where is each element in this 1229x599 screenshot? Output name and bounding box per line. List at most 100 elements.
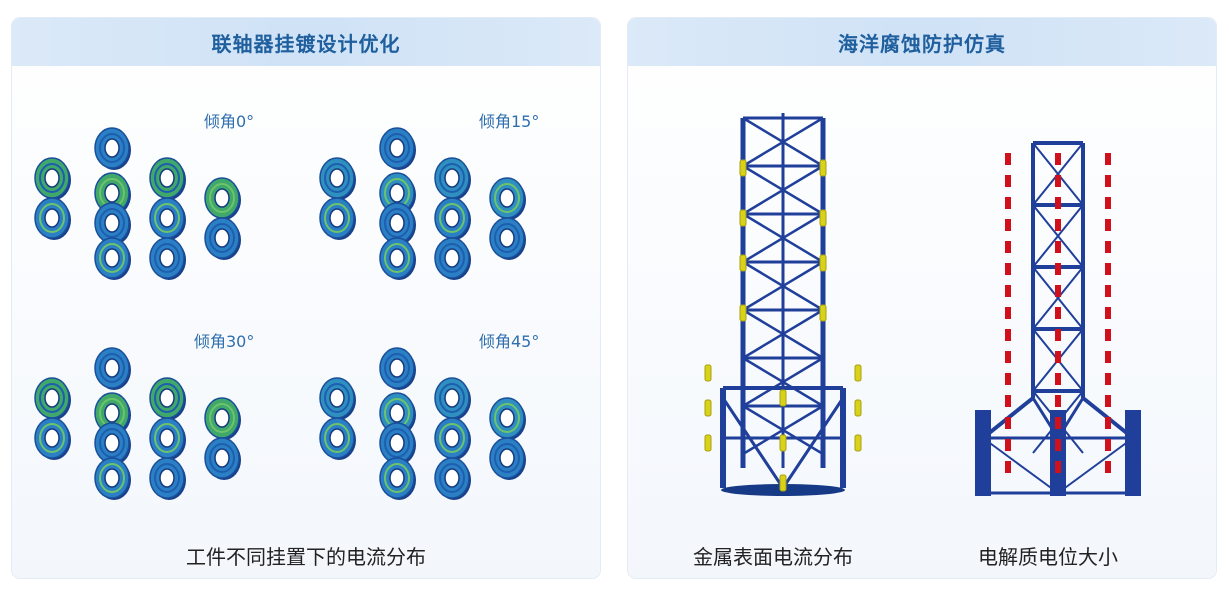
anode-potential-marker (1055, 307, 1061, 319)
anode-potential-marker (1055, 461, 1061, 473)
coupling-ring (489, 177, 526, 220)
sacrificial-anode (854, 434, 862, 452)
sacrificial-anode (819, 159, 827, 177)
anode-potential-marker (1105, 307, 1111, 319)
anode-potential-marker (1105, 461, 1111, 473)
sacrificial-anode (779, 389, 787, 407)
coupling-ring (94, 457, 131, 500)
anode-potential-marker (1105, 395, 1111, 407)
angle-label-45: 倾角45° (479, 332, 540, 351)
coupling-ring (94, 127, 131, 170)
coupling-ring (379, 202, 416, 245)
coupling-ring (319, 417, 356, 460)
electrolyte-potential-tower-figure (975, 141, 1141, 496)
coupling-ring (94, 347, 131, 390)
anode-potential-marker (1105, 351, 1111, 363)
coupling-ring (34, 197, 71, 240)
coupling-ring (204, 437, 241, 480)
anode-potential-marker (1055, 153, 1061, 165)
anode-potential-marker (1055, 373, 1061, 385)
anode-potential-marker (1105, 417, 1111, 429)
coupling-ring (434, 237, 471, 280)
coupling-ring (319, 157, 356, 200)
anode-potential-marker (1105, 439, 1111, 451)
anode-potential-marker (1055, 417, 1061, 429)
coupling-ring (379, 127, 416, 170)
sacrificial-anode (739, 304, 747, 322)
tower-pile (1050, 410, 1066, 496)
coupling-ring (434, 417, 471, 460)
sacrificial-anode (819, 304, 827, 322)
coupling-ring (379, 457, 416, 500)
coupling-rings-figure (34, 127, 526, 500)
caption-coupling: 工件不同挂置下的电流分布 (186, 545, 426, 569)
anode-potential-marker (1105, 197, 1111, 209)
coupling-plating-panel: 联轴器挂镀设计优化 倾角0° 倾角15° 倾角30° 倾角45° 工件不同挂置下… (12, 18, 600, 578)
anode-potential-marker (1005, 285, 1011, 297)
anode-potential-marker (1005, 219, 1011, 231)
coupling-ring (319, 377, 356, 420)
anode-potential-marker (1005, 307, 1011, 319)
sacrificial-anode (819, 254, 827, 272)
coupling-ring (34, 377, 71, 420)
sacrificial-anode (704, 364, 712, 382)
anode-potential-marker (1005, 153, 1011, 165)
anode-potential-marker (1055, 329, 1061, 341)
coupling-ring (379, 347, 416, 390)
anode-potential-marker (1005, 175, 1011, 187)
sacrificial-anode (739, 159, 747, 177)
anode-potential-marker (1005, 461, 1011, 473)
anode-potential-marker (1005, 329, 1011, 341)
coupling-ring (434, 457, 471, 500)
coupling-ring (489, 217, 526, 260)
anode-potential-marker (1055, 197, 1061, 209)
anode-potential-marker (1005, 417, 1011, 429)
anode-potential-marker (1105, 285, 1111, 297)
anode-potential-marker (1105, 175, 1111, 187)
coupling-ring (204, 177, 241, 220)
panel-title-marine: 海洋腐蚀防护仿真 (628, 18, 1216, 66)
coupling-ring (149, 417, 186, 460)
coupling-ring (204, 217, 241, 260)
anode-potential-marker (1105, 241, 1111, 253)
anode-potential-marker (1005, 373, 1011, 385)
coupling-ring (149, 197, 186, 240)
anode-potential-marker (1005, 263, 1011, 275)
sacrificial-anode (779, 434, 787, 452)
anode-potential-marker (1105, 373, 1111, 385)
coupling-ring (149, 157, 186, 200)
coupling-ring (379, 422, 416, 465)
coupling-ring (489, 397, 526, 440)
sacrificial-anode (704, 399, 712, 417)
tower-pile (1125, 410, 1141, 496)
coupling-ring (149, 237, 186, 280)
anode-potential-marker (1105, 329, 1111, 341)
angle-label-15: 倾角15° (479, 112, 540, 131)
coupling-ring (34, 157, 71, 200)
anode-potential-marker (1105, 153, 1111, 165)
coupling-ring (149, 377, 186, 420)
sacrificial-anode (739, 254, 747, 272)
coupling-ring (94, 202, 131, 245)
coupling-ring (94, 237, 131, 280)
anode-potential-marker (1055, 395, 1061, 407)
angle-label-30: 倾角30° (194, 332, 255, 351)
anode-potential-marker (1005, 439, 1011, 451)
sacrificial-anode (819, 209, 827, 227)
anode-potential-marker (1105, 219, 1111, 231)
anode-potential-marker (1055, 175, 1061, 187)
anode-potential-marker (1055, 241, 1061, 253)
anode-potential-marker (1005, 395, 1011, 407)
coupling-ring (434, 157, 471, 200)
anode-potential-marker (1005, 241, 1011, 253)
anode-potential-marker (1055, 351, 1061, 363)
anode-potential-marker (1005, 351, 1011, 363)
tower-pile (975, 410, 991, 496)
coupling-ring (434, 377, 471, 420)
caption-electrolyte-potential: 电解质电位大小 (978, 545, 1118, 569)
coupling-ring (204, 397, 241, 440)
coupling-ring (379, 237, 416, 280)
sacrificial-anode (779, 474, 787, 492)
tower-bracing (742, 116, 824, 456)
anode-potential-marker (1055, 263, 1061, 275)
